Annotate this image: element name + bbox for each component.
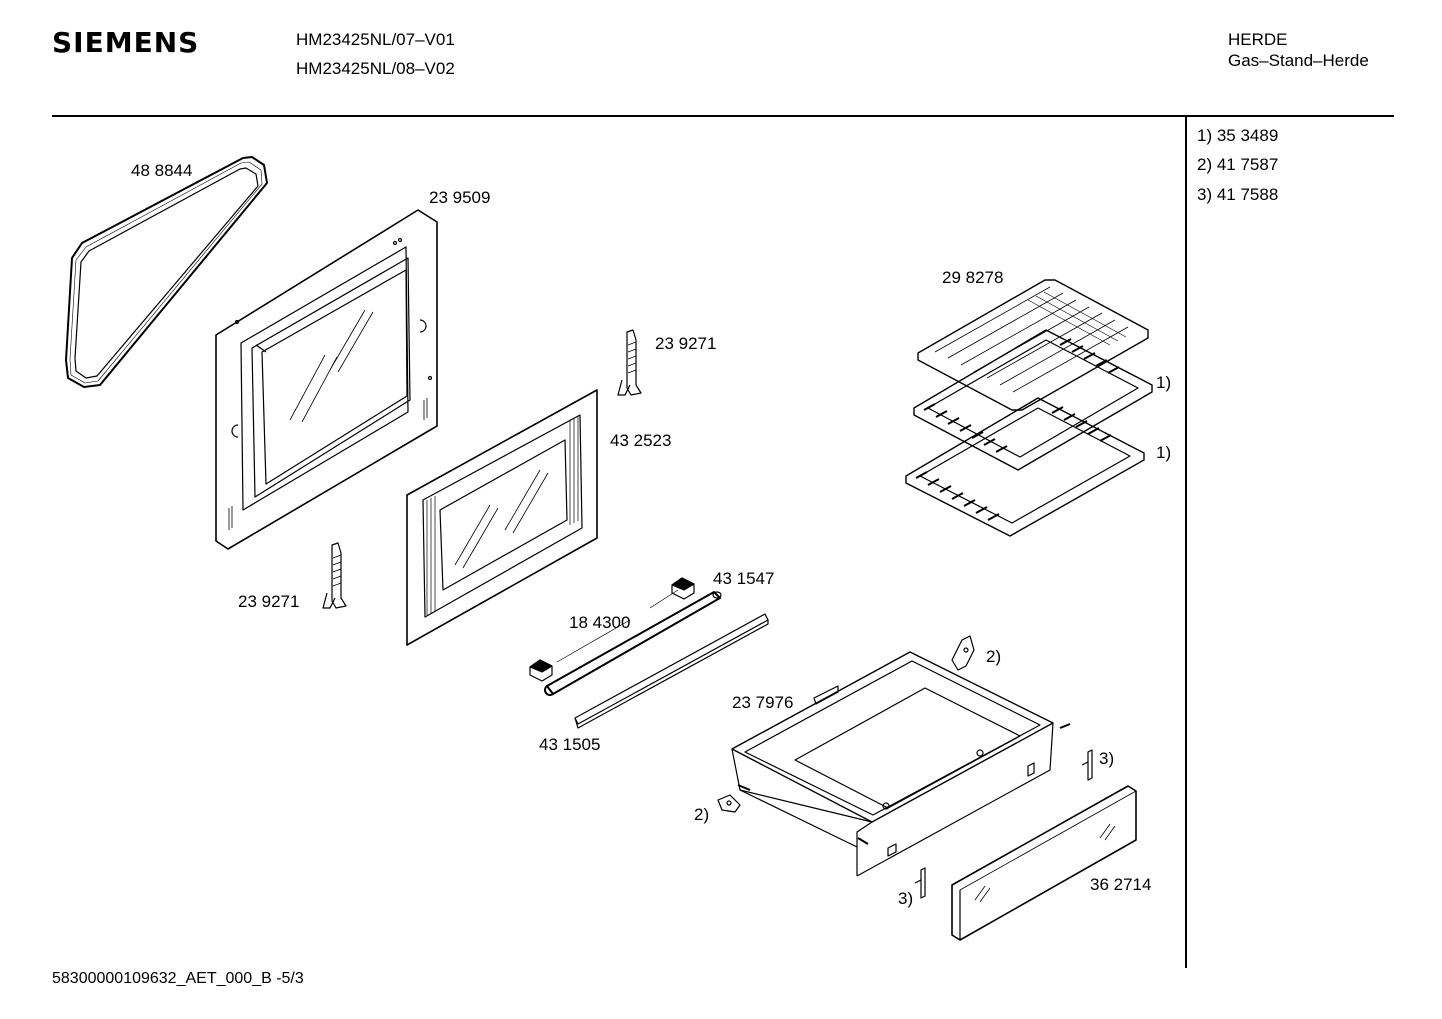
label-outer-door: 43 2523 (610, 431, 672, 450)
label-trim-strip: 43 1505 (539, 735, 601, 754)
label-tray-1-ref: 1) (1156, 373, 1172, 392)
handle-end-leader (556, 589, 679, 663)
label-clip-left-ref: 2) (694, 805, 710, 824)
baking-tray-upper-part[interactable] (913, 329, 1153, 471)
category-subtitle: Gas–Stand–Herde (1228, 51, 1369, 70)
grill-rack-part[interactable] (917, 279, 1149, 411)
drawer-runner-clip-top-part[interactable] (951, 635, 975, 671)
label-gasket: 48 8844 (131, 161, 193, 180)
drawer-front-panel-part[interactable] (951, 785, 1137, 941)
inner-door-panel-part[interactable] (215, 209, 438, 550)
header-divider (52, 115, 1394, 117)
label-drawer-front: 36 2714 (1090, 875, 1152, 894)
label-screw-bottom-ref: 3) (898, 889, 914, 908)
warming-drawer-part[interactable] (731, 651, 1054, 877)
label-handle-bar: 43 1547 (713, 569, 775, 588)
label-clip-top-ref: 2) (986, 647, 1002, 666)
label-handle-end: 18 4300 (569, 613, 631, 632)
drawer-screw-right-part[interactable] (1059, 723, 1093, 781)
drawer-screw-bottom-part[interactable] (857, 837, 926, 899)
label-hinge-bottom: 23 9271 (238, 592, 300, 611)
outer-door-glass-part[interactable] (406, 389, 598, 646)
hinge-bottom-part[interactable] (322, 542, 347, 609)
model-number-2: HM23425NL/08–V02 (296, 59, 455, 78)
model-number-1: HM23425NL/07–V01 (296, 30, 455, 49)
drawer-runner-clip-left-part[interactable] (717, 794, 741, 813)
label-hinge-top: 23 9271 (655, 334, 717, 353)
hinge-top-part[interactable] (617, 329, 642, 396)
baking-tray-lower-part[interactable] (905, 397, 1145, 537)
label-screw-right-ref: 3) (1099, 749, 1115, 768)
document-code: 58300000109632_AET_000_B -5/3 (52, 970, 304, 987)
label-grill-rack: 29 8278 (942, 268, 1004, 287)
legend-item-2: 2) 41 7587 (1197, 155, 1279, 174)
legend-item-3: 3) 41 7588 (1197, 185, 1279, 204)
label-drawer: 23 7976 (732, 693, 794, 712)
legend-divider (1185, 117, 1187, 968)
label-inner-door: 23 9509 (429, 188, 491, 207)
door-gasket-part[interactable] (65, 156, 268, 388)
trim-strip-part[interactable] (574, 613, 769, 729)
label-tray-2-ref: 1) (1156, 443, 1172, 462)
legend-item-1: 1) 35 3489 (1197, 126, 1279, 145)
category-title: HERDE (1228, 30, 1288, 49)
door-handle-part[interactable] (529, 577, 722, 696)
brand-logo: SIEMENS (52, 26, 200, 59)
